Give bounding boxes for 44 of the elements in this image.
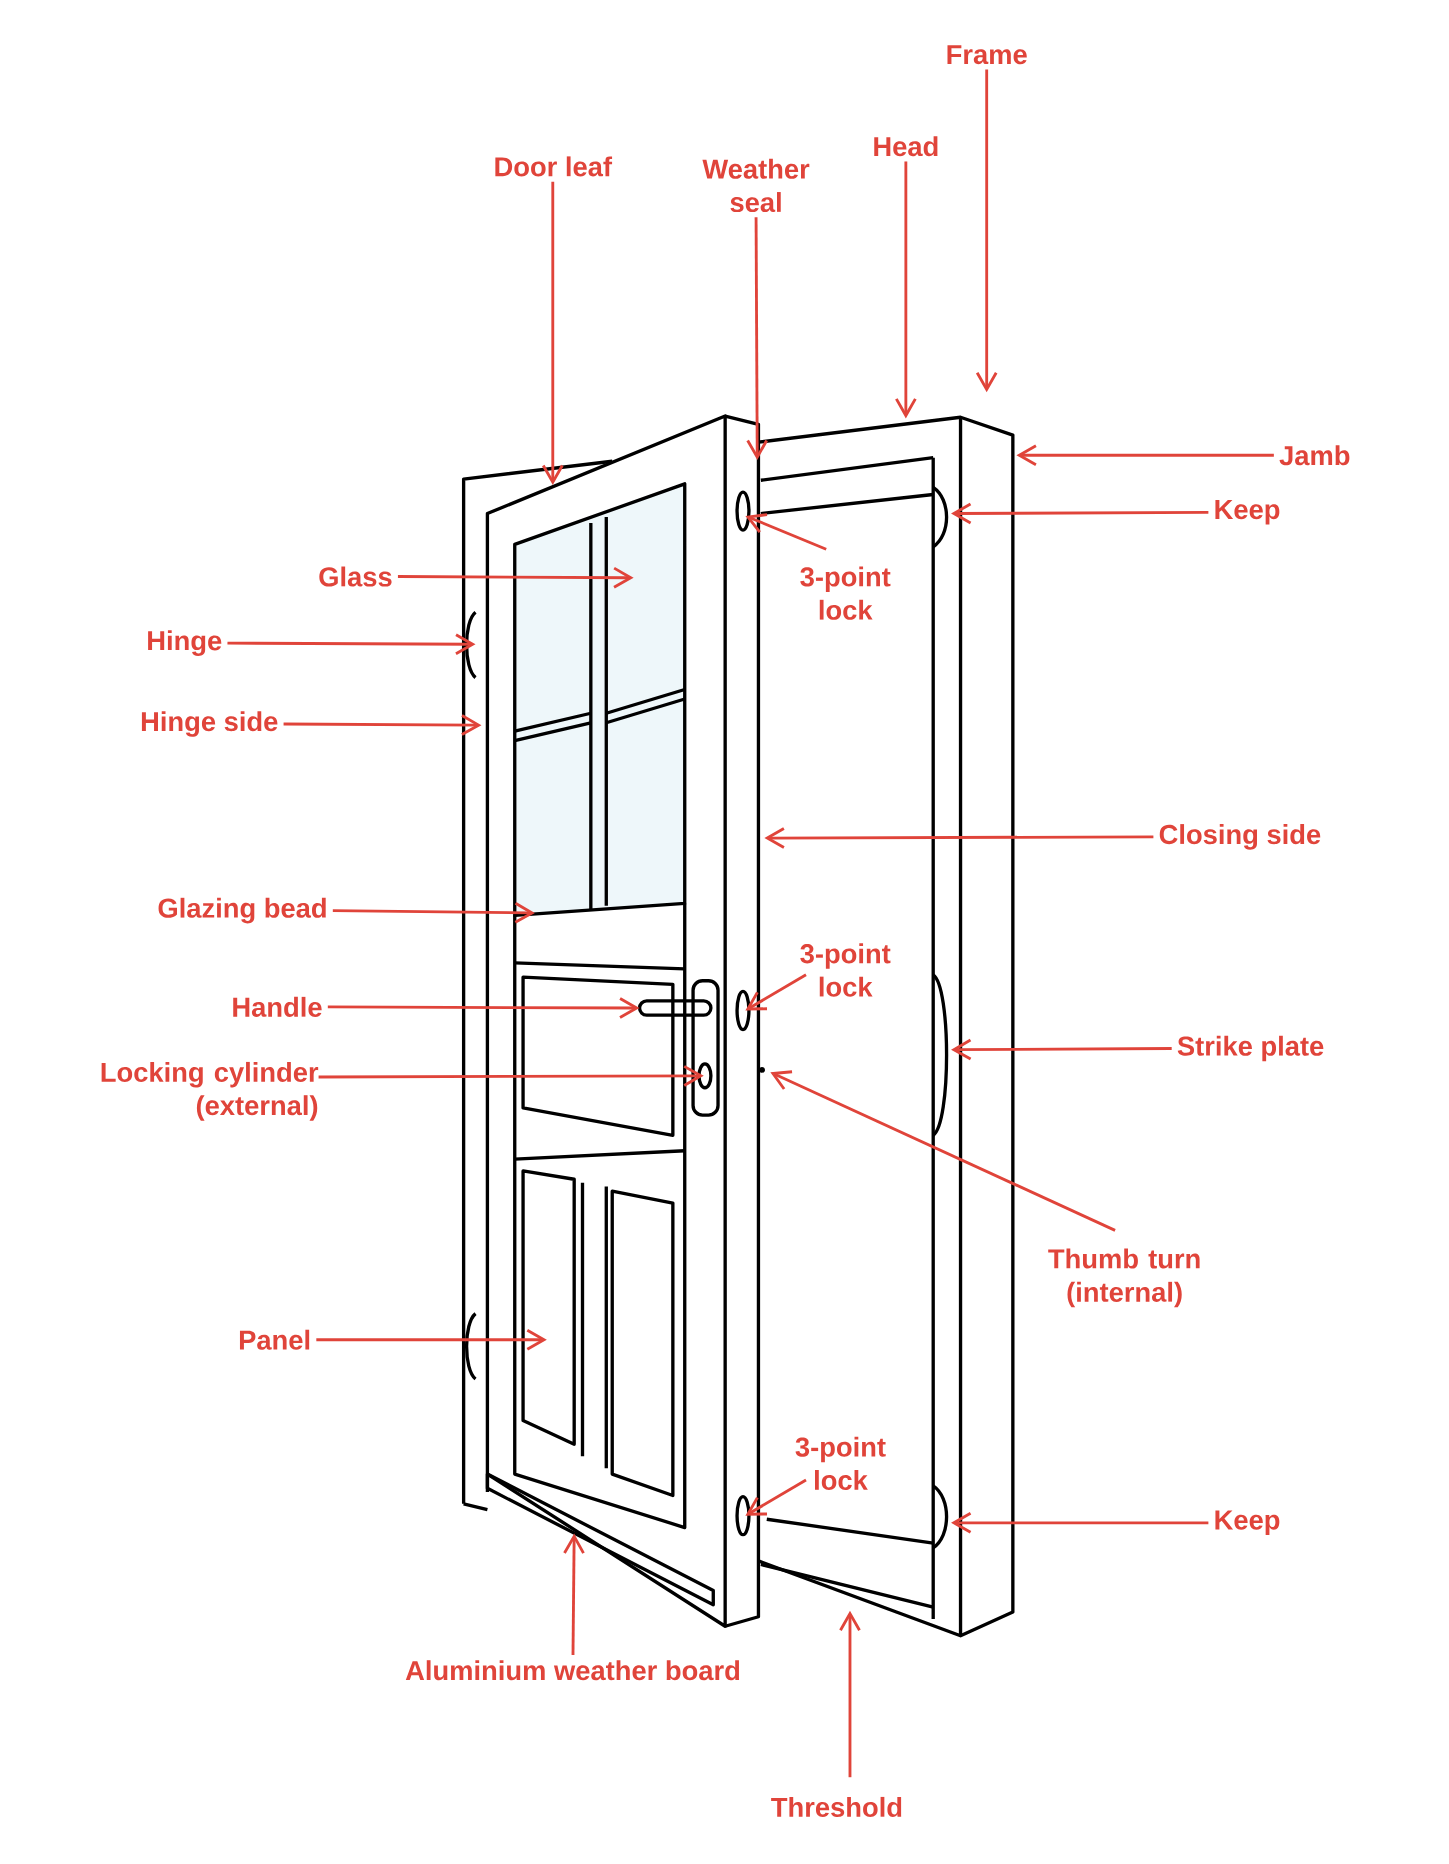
part-label: Aluminium weather board — [405, 1660, 739, 1681]
leader-line — [283, 714, 482, 736]
leader-line — [316, 1329, 547, 1351]
leader-line — [746, 217, 768, 461]
leader-line — [770, 1070, 1116, 1232]
leader-line — [745, 513, 827, 551]
part-label: Threshold — [771, 1796, 902, 1817]
part-label: Frame — [947, 45, 1027, 65]
leader-line — [745, 1478, 807, 1516]
part-label: Jamb — [1279, 445, 1350, 466]
leader-line — [542, 181, 564, 485]
part-label: 3-point lock — [800, 566, 891, 620]
part-label: 3-point lock — [795, 1436, 886, 1491]
leader-line — [839, 1610, 861, 1778]
part-label: Hinge side — [141, 711, 278, 737]
leader-line — [764, 827, 1154, 849]
leader-line — [563, 1533, 585, 1655]
part-label: Keep — [1215, 500, 1280, 525]
part-label: Weather seal — [702, 158, 810, 213]
leader-line — [318, 1065, 704, 1087]
part-label: Hinge — [148, 630, 222, 656]
leader-line — [332, 902, 535, 924]
part-label: 3-point lock — [800, 943, 891, 997]
part-label: Closing side — [1159, 824, 1321, 850]
part-label: Keep — [1215, 1510, 1280, 1536]
leader-line — [951, 502, 1209, 525]
part-label: Locking cylinder (external) — [101, 1061, 319, 1121]
part-label: Strike plate — [1177, 1035, 1324, 1062]
leader-line — [975, 69, 998, 393]
leader-line — [951, 1038, 1172, 1061]
leader-line — [895, 161, 917, 419]
leader-line — [227, 633, 476, 655]
part-label: Glass — [319, 566, 392, 587]
part-label: Head — [874, 136, 938, 157]
part-label: Panel — [239, 1329, 310, 1350]
leader-line — [745, 973, 807, 1011]
leader-line — [327, 997, 640, 1019]
part-label: Thumb turn (internal) — [1048, 1248, 1200, 1308]
part-label: Door leaf — [495, 156, 613, 177]
part-label: Handle — [233, 996, 322, 1017]
leader-line — [951, 1512, 1209, 1534]
leader-line — [397, 566, 634, 589]
part-label: Glazing bead — [158, 897, 326, 924]
leader-line — [1016, 444, 1274, 467]
